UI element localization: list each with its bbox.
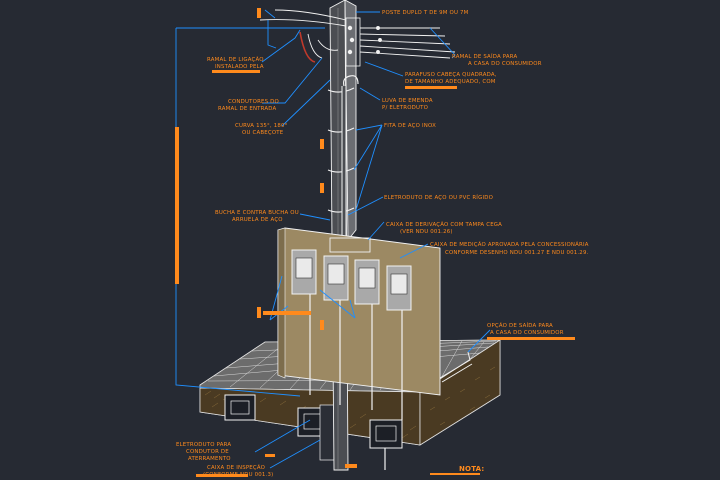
label-derivation-box-1: CAIXA DE DERIVAÇÃO COM TAMPA CEGA — [386, 221, 502, 228]
label-optional-outlet-2: A CASA DO CONSUMIDOR — [490, 330, 564, 336]
label-outgoing-line-1: RAMAL DE SAÍDA PARA — [452, 53, 518, 60]
conduit — [341, 75, 359, 240]
meter-box-1 — [291, 249, 317, 295]
label-bushing-1: BUCHA E CONTRA BUCHA OU — [215, 210, 299, 216]
label-ground-conduit-3: ATERRAMENTO — [188, 456, 231, 462]
label-conductors-2: RAMAL DE ENTRADA — [218, 106, 277, 112]
label-conductors-1: CONDUTORES DO — [228, 99, 279, 105]
inspection-box-right — [369, 419, 403, 470]
label-service-drop-1: RAMAL DE LIGAÇÃO — [207, 56, 264, 63]
derivation-box — [329, 237, 371, 253]
label-curve-1: CURVA 135°, 180° — [235, 123, 288, 129]
label-bolt-2: DE TAMANHO ADEQUADO, COM — [405, 79, 496, 85]
label-bolt-1: PARAFUSO CABEÇA QUADRADA, — [405, 72, 497, 78]
optional-outlet-pipe — [439, 351, 473, 383]
label-steel-band: FITA DE AÇO INOX — [384, 123, 436, 129]
label-sleeve-2: P/ ELETRODUTO — [382, 105, 428, 111]
label-derivation-box-2: (VER NDU 001.26) — [400, 229, 453, 235]
label-optional-outlet-1: OPÇÃO DE SAÍDA PARA — [487, 322, 553, 329]
label-note: NOTA: — [459, 465, 484, 473]
label-conduit: ELETRODUTO DE AÇO OU PVC RÍGIDO — [384, 194, 493, 201]
label-inspection-box-2: (CONFORME NDU 001.3) — [203, 472, 273, 478]
orange-markers — [175, 8, 575, 477]
label-bushing-2: ARRUELA DE AÇO — [232, 217, 283, 223]
label-meter-box-1: CAIXA DE MEDIÇÃO APROVADA PELA CONCESSIO… — [430, 241, 589, 248]
label-pole: POSTE DUPLO T DE 9M OU 7M — [382, 10, 469, 16]
steel-bands — [327, 87, 355, 213]
inspection-box-left — [224, 394, 256, 421]
label-curve-2: OU CABEÇOTE — [242, 130, 284, 136]
label-service-drop-2: INSTALADO PELA — [215, 64, 264, 70]
outgoing-lines — [359, 26, 456, 59]
label-ground-conduit-2: CONDUTOR DE — [186, 449, 229, 455]
label-sleeve-1: LUVA DE EMENDA — [382, 98, 433, 104]
meter-box-3 — [354, 259, 380, 305]
label-ground-conduit-1: ELETRODUTO PARA — [176, 442, 231, 448]
service-drop-wires — [259, 9, 347, 63]
meter-box-2 — [323, 255, 349, 301]
label-meter-box-2: CONFORME DESENHO NDU 001.27 E NDU 001.29… — [445, 250, 589, 256]
label-inspection-box-1: CAIXA DE INSPEÇÃO — [207, 464, 265, 471]
meter-box-4 — [386, 265, 412, 311]
meter-panel — [277, 227, 441, 420]
label-outgoing-line-2: A CASA DO CONSUMIDOR — [468, 61, 542, 67]
